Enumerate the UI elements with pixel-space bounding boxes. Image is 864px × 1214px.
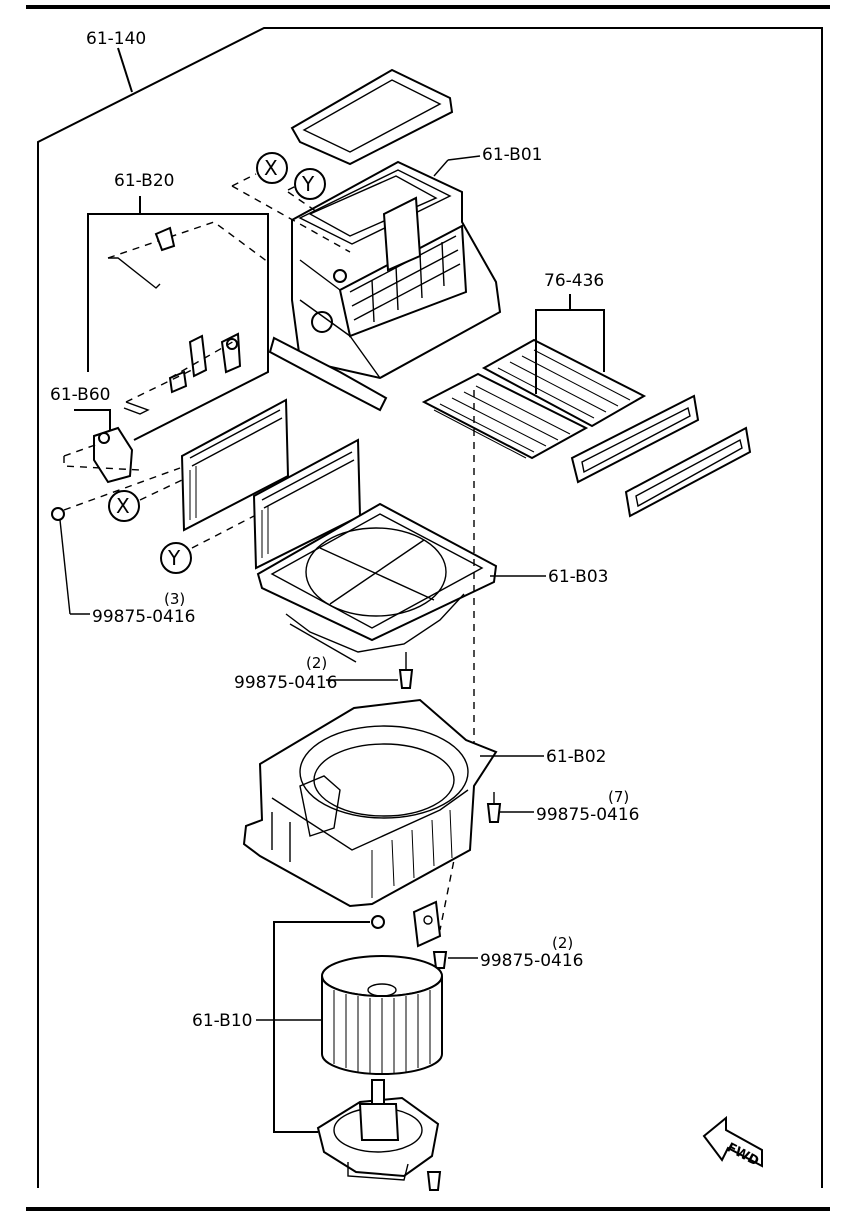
assembly-leader bbox=[117, 47, 133, 93]
part-bracket bbox=[412, 900, 442, 948]
part-gasket bbox=[290, 68, 454, 166]
marker-y-top: Y bbox=[294, 168, 326, 200]
callout-61-b10: 61-B10 bbox=[192, 1011, 252, 1031]
top-rule bbox=[26, 5, 830, 9]
screw-2-qty: (2) bbox=[306, 654, 327, 672]
part-clip bbox=[371, 915, 385, 929]
screw-4-part: 99875-0416 bbox=[480, 951, 583, 971]
bottom-rule bbox=[26, 1207, 830, 1211]
assembly-label: 61-140 bbox=[86, 29, 146, 49]
part-61-b01-intake-case bbox=[268, 160, 502, 412]
screw-4-qty: (2) bbox=[552, 934, 573, 952]
callout-61-b02: 61-B02 bbox=[546, 747, 606, 767]
callout-76-436: 76-436 bbox=[544, 271, 604, 291]
svg-text:X: X bbox=[116, 494, 130, 518]
marker-x-left: X bbox=[108, 490, 140, 522]
svg-text:X: X bbox=[264, 156, 278, 180]
marker-x-top: X bbox=[256, 152, 288, 184]
screw-x-icon bbox=[51, 507, 65, 521]
screw-1-qty: (3) bbox=[164, 590, 185, 608]
fwd-arrow-icon: FWD bbox=[702, 1115, 763, 1170]
part-76-436-filters bbox=[421, 338, 752, 518]
screw-icon bbox=[432, 951, 448, 969]
screw-3-part: 99875-0416 bbox=[536, 805, 639, 825]
svg-text:Y: Y bbox=[301, 172, 315, 196]
b20-bracket bbox=[87, 213, 269, 441]
screw-1-part: 99875-0416 bbox=[92, 607, 195, 627]
screw-icon bbox=[398, 652, 414, 689]
marker-y-left: Y bbox=[160, 542, 192, 574]
assembly-boundary bbox=[37, 27, 823, 1188]
screw-2-part: 99875-0416 bbox=[234, 673, 337, 693]
callout-61-b03: 61-B03 bbox=[548, 567, 608, 587]
callout-61-b01: 61-B01 bbox=[482, 145, 542, 165]
part-61-b03-tray bbox=[256, 502, 498, 663]
screw-3-qty: (7) bbox=[608, 788, 629, 806]
screw-icon bbox=[486, 792, 502, 823]
callout-61-b20: 61-B20 bbox=[114, 171, 174, 191]
callout-61-b60: 61-B60 bbox=[50, 385, 110, 405]
part-61-b20-linkage bbox=[107, 221, 269, 415]
part-61-b10-fan-wheel bbox=[321, 955, 443, 1075]
part-61-b60-actuator bbox=[93, 426, 134, 484]
screw-icon bbox=[426, 1171, 442, 1191]
part-61-b10-motor bbox=[316, 1079, 440, 1181]
svg-text:Y: Y bbox=[167, 546, 181, 570]
part-filter-doors bbox=[180, 398, 362, 570]
part-61-b02-blower-case bbox=[242, 698, 498, 908]
